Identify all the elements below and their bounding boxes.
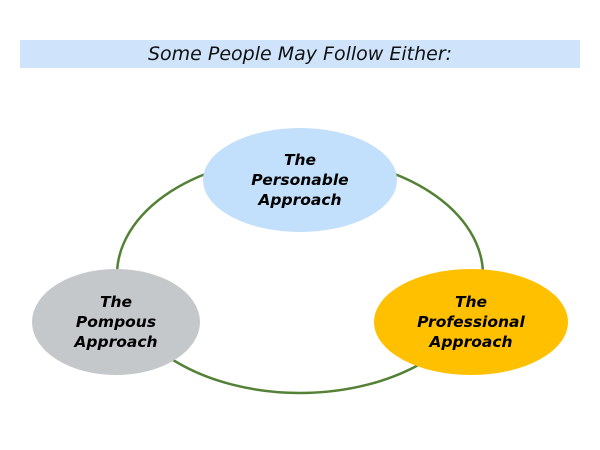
node-pompous-shape [32,269,200,375]
node-line: The [454,293,488,311]
node-line: Pompous [75,313,157,331]
title-text: Some People May Follow Either: [147,43,453,65]
node-line: Approach [429,333,513,351]
title-banner: Some People May Follow Either: [20,40,580,68]
node-personable-shape [203,128,397,232]
node-line: The [283,151,317,169]
node-line: Professional [417,313,525,331]
node-personable-label: The Personable Approach [203,128,397,232]
node-line: The [99,293,133,311]
node-line: Approach [74,333,158,351]
node-professional-label: The Professional Approach [374,269,568,375]
node-line: Approach [258,191,342,209]
node-pompous-label: The Pompous Approach [32,269,200,375]
node-professional-shape [374,269,568,375]
node-line: Personable [251,171,349,189]
